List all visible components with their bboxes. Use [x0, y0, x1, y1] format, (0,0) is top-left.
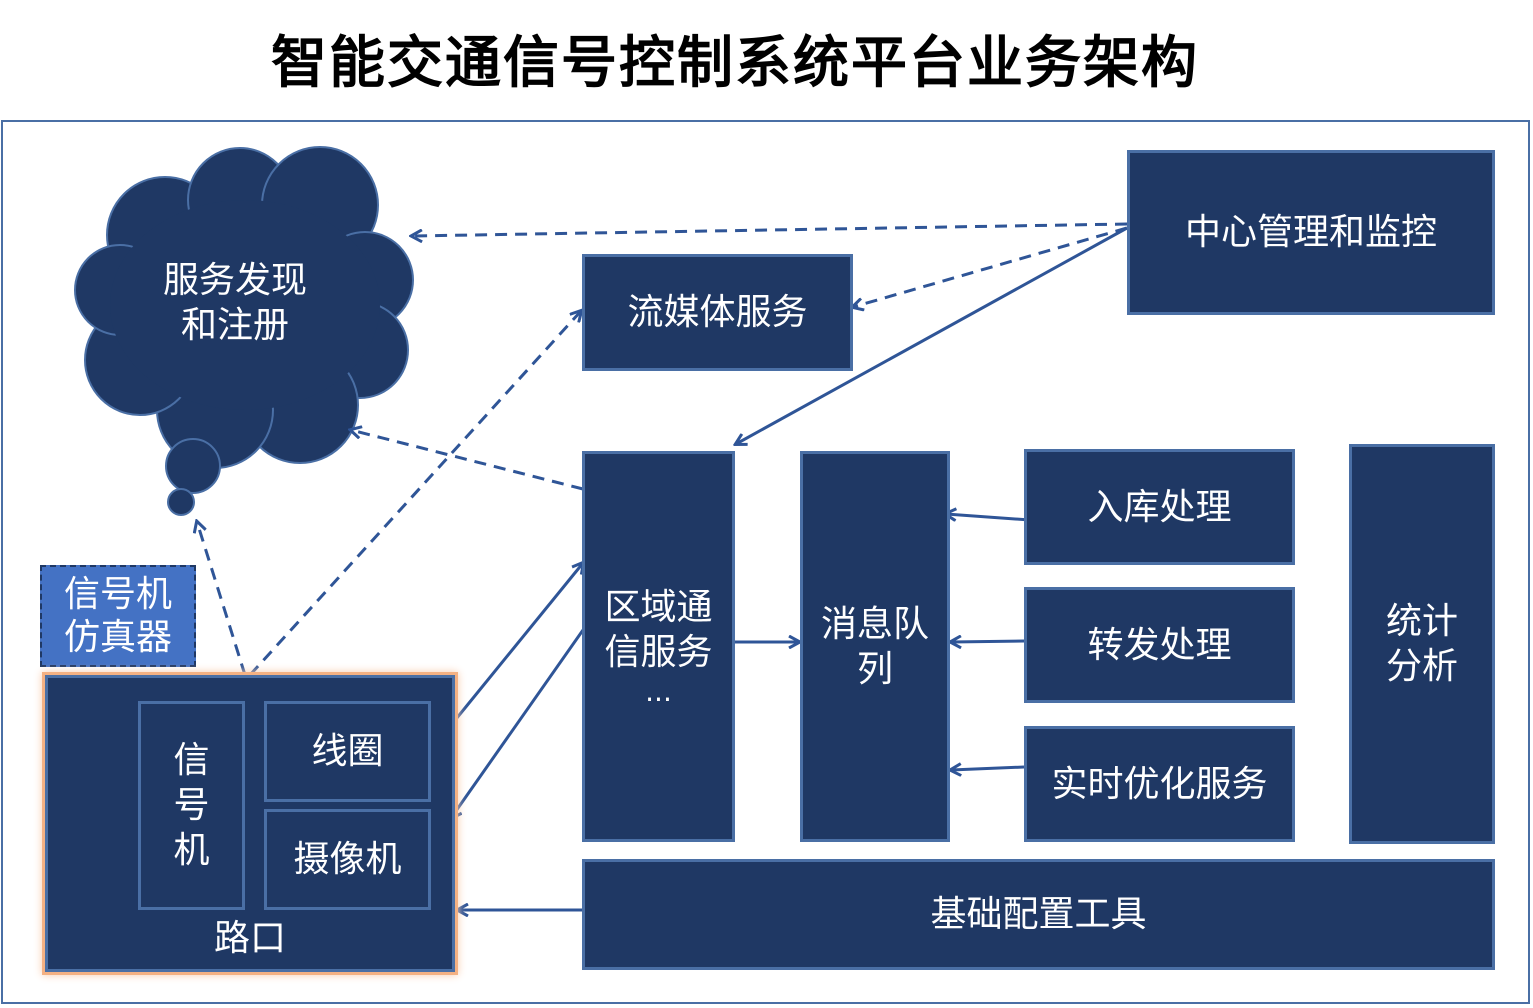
arrow-storage-to-queue — [946, 514, 1031, 520]
center-management-label: 中心管理和监控 — [1184, 212, 1437, 253]
arrow-center-to-regional — [736, 226, 1128, 444]
base-config-tool-box: 基础配置工具 — [582, 859, 1495, 970]
arrow-intersection-to-cloud — [197, 522, 247, 676]
service-discovery-label: 服务发现 和注册 — [162, 260, 307, 346]
realtime-optimization-label: 实时优化服务 — [1051, 763, 1268, 805]
arrow-center-to-cloud — [412, 222, 1128, 236]
arrow-forward-to-queue — [951, 641, 1025, 642]
forward-processing-box: 转发处理 — [1024, 587, 1295, 703]
statistics-analysis-box: 统计 分析 — [1349, 444, 1495, 844]
regional-comm-box: 区域通 信服务 ... — [582, 451, 735, 842]
storage-processing-label: 入库处理 — [1087, 486, 1232, 528]
regional-comm-label: 区域通 信服务 — [604, 586, 713, 673]
streaming-service-box: 流媒体服务 — [582, 254, 853, 371]
coil-box: 线圈 — [264, 701, 431, 802]
cloud-shape — [74, 146, 414, 516]
realtime-optimization-box: 实时优化服务 — [1024, 726, 1295, 842]
diagram-title: 智能交通信号控制系统平台业务架构 — [271, 31, 1199, 96]
message-queue-label: 消息队 列 — [820, 603, 929, 690]
intersection-label: 路口 — [213, 918, 286, 959]
base-config-tool-label: 基础配置工具 — [930, 894, 1147, 935]
intersection-box: 信 号 机 线圈 摄像机 路口 — [45, 675, 455, 972]
streaming-service-label: 流媒体服务 — [627, 292, 808, 333]
arrow-regional-to-cloud — [351, 430, 584, 491]
storage-processing-box: 入库处理 — [1024, 449, 1295, 565]
center-management-box: 中心管理和监控 — [1127, 150, 1495, 315]
signal-machine-box: 信 号 机 — [138, 701, 245, 910]
statistics-analysis-label: 统计 分析 — [1385, 601, 1458, 687]
signal-simulator-box: 信号机 仿真器 — [40, 565, 196, 667]
camera-box: 摄像机 — [264, 809, 431, 910]
message-queue-box: 消息队 列 — [800, 451, 950, 842]
regional-comm-ellipsis: ... — [645, 674, 672, 708]
arrow-regional-to-camera — [451, 629, 585, 818]
forward-processing-label: 转发处理 — [1087, 624, 1232, 666]
diagram-frame — [1, 120, 1530, 1004]
arrow-center-to-stream — [853, 226, 1128, 307]
arrow-optimize-to-queue — [951, 767, 1025, 770]
arrow-intersection-to-stream — [248, 311, 581, 677]
arrow-coil-to-regional — [441, 563, 583, 736]
